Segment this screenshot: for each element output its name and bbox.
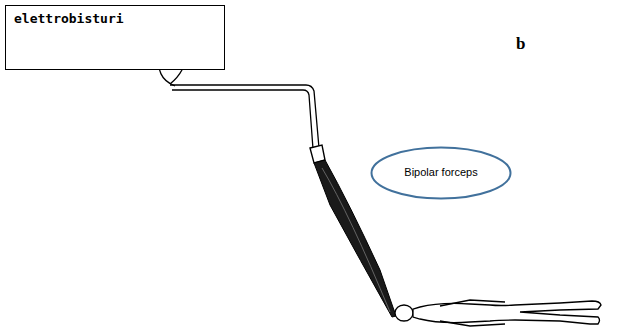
head: [395, 305, 413, 321]
forceps-gap: [322, 168, 390, 312]
cable: [170, 85, 319, 148]
panel-letter: b: [516, 34, 525, 54]
callout-ellipse-shape: [372, 148, 511, 199]
callout-ellipse: Bipolar forceps: [370, 146, 512, 200]
device-label: elettrobisturi: [14, 11, 124, 26]
arm: [440, 300, 505, 306]
cable: [172, 90, 313, 149]
generator-box: elettrobisturi: [5, 5, 225, 70]
arm: [440, 321, 505, 326]
patient-figure: [395, 300, 601, 326]
callout-text: Bipolar forceps: [397, 166, 485, 180]
